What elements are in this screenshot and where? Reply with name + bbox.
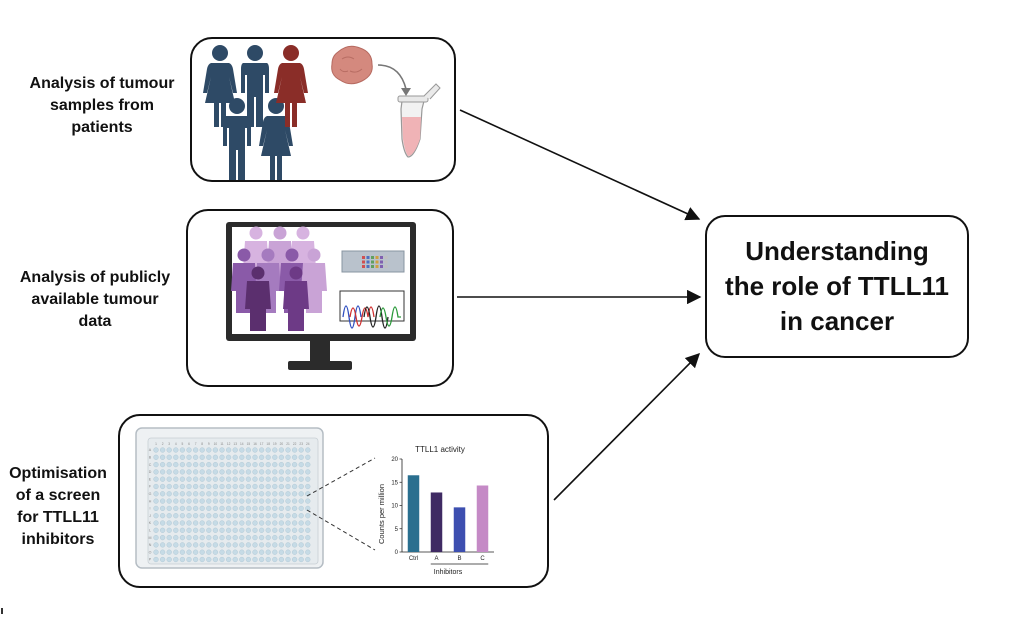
x-tick-label: Ctrl [409,556,418,562]
plate-column-label: 10 [214,442,218,446]
plate-column-label: 16 [253,442,257,446]
bar-ctrl [407,475,420,552]
y-tick-label: 15 [391,480,398,486]
microarray-slide-icon [341,250,405,273]
plate-column-label: 8 [201,442,203,446]
plate-column-label: 21 [286,442,290,446]
tumour-samples-box [190,37,456,182]
plate-column-label: 9 [208,442,210,446]
plate-column-label: 22 [293,442,297,446]
curved-arrow-icon [377,64,407,90]
callout-line [306,457,376,497]
x-axis-label: Inhibitors [434,569,463,576]
bar-a [430,492,443,552]
label-line: Optimisation [9,465,107,482]
label-line: of a screen [15,487,101,504]
plate-row-label: G [149,492,152,496]
label-line: patients [71,119,133,136]
label-screen: Optimisation of a screen for TTLL11 inhi… [0,463,116,551]
plate-column-label: 12 [227,442,231,446]
x-tick-label: B [457,556,461,562]
plate-row-label: N [149,543,152,547]
chart: TTLL1 activity Counts per million 0 5 10 15… [377,445,494,576]
sequencing-trace-icon [339,290,405,329]
callout-line [306,509,376,551]
plate-row-label: E [149,477,152,481]
plate-row-label: H [149,499,152,503]
y-tick-label: 5 [395,527,399,533]
plate-column-label: 19 [273,442,277,446]
plate-column-label: 14 [240,442,244,446]
edge-mark [1,608,3,614]
plate-row-label: I [150,507,151,511]
label-line: for TTLL11 [17,509,99,526]
y-tick-label: 10 [391,504,398,510]
target-line: in cancer [779,306,895,336]
x-tick-label: A [434,556,438,562]
patient-icon [274,45,308,127]
understanding-ttll11-box: Understanding the role of TTLL11 in canc… [705,215,969,358]
y-tick-label: 0 [395,550,399,556]
plate-column-label: 13 [233,442,237,446]
plate-row-label: D [149,470,152,474]
plate-column-label: 23 [299,442,303,446]
plate-column-label: 15 [247,442,251,446]
label-line: samples from [49,97,155,114]
y-axis-label: Counts per million [377,484,386,544]
bar-b [453,507,466,552]
patients-illustration [203,45,441,180]
label-line: Analysis of publicly [19,269,171,286]
target-line: the role of TTLL11 [725,271,949,301]
sample-tube-icon [397,83,441,158]
plate-row-label: C [149,463,152,467]
plate-column-label: 11 [220,442,224,446]
plate-column-label: 2 [162,442,164,446]
plate-column-label: 4 [175,442,177,446]
monitor-illustration [226,222,416,370]
arrow-samples-to-target [459,109,701,221]
label-line: inhibitors [21,531,95,548]
plate-row-label: M [149,536,152,540]
y-tick-label: 20 [391,457,398,463]
target-line: Understanding [745,236,929,266]
plate-row-label: F [149,485,152,489]
plate-row-label: O [149,550,152,554]
label-public-data: Analysis of publicly available tumour da… [4,267,186,333]
label-line: data [78,313,112,330]
arrow-screen-to-target [553,352,701,501]
plate-column-label: 7 [195,442,197,446]
label-line: available tumour [31,291,159,308]
plate-column-label: 5 [182,442,184,446]
plate-row-label: K [149,521,152,525]
plate-row-label: B [149,456,152,460]
plate-column-label: 6 [188,442,190,446]
label-line: Analysis of tumour [29,75,175,92]
plate-row-label: P [149,558,152,562]
plate-column-label: 24 [306,442,310,446]
tumour-tissue-icon [331,45,373,85]
label-tumour-samples: Analysis of tumour samples from patients [16,73,188,139]
plate-column-label: 18 [266,442,270,446]
plate-column-label: 3 [168,442,170,446]
plate-row-label: J [149,514,151,518]
chart-title: TTLL1 activity [415,445,465,454]
plate-column-label: 17 [260,442,264,446]
bar-c [476,485,489,552]
plate-column-label: 20 [280,442,284,446]
public-data-box [186,209,454,387]
plate-row-label: A [149,448,152,452]
x-tick-label: C [480,556,485,562]
plate-row-label: L [149,529,151,533]
plate-column-label: 1 [155,442,157,446]
